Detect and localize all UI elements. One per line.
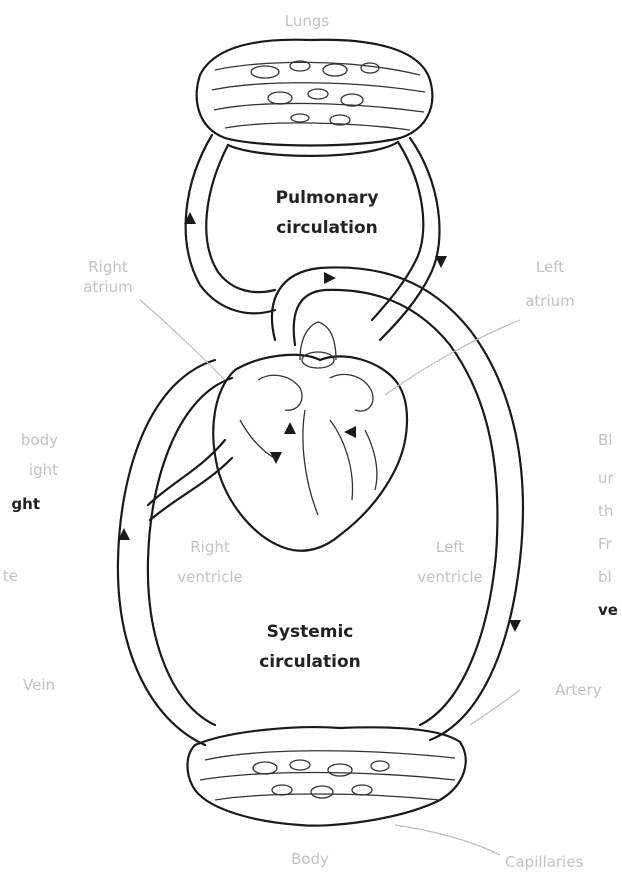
body-label: Body bbox=[291, 850, 329, 868]
right-edge-text-6: ve bbox=[598, 601, 618, 619]
arrow-heart-up bbox=[284, 422, 296, 434]
arrow-heart-left bbox=[344, 426, 356, 438]
lungs-capillary-bed bbox=[197, 40, 433, 146]
right-edge-text-2: ur bbox=[598, 469, 615, 487]
right-edge-text-3: th bbox=[598, 502, 613, 520]
left-edge-text-1: body bbox=[21, 431, 58, 449]
right-ventricle-label-1: Right bbox=[190, 538, 230, 556]
heart bbox=[213, 322, 407, 551]
right-atrium-label-2: atrium bbox=[83, 278, 133, 296]
left-edge-text-4: te bbox=[3, 567, 18, 585]
artery-label: Artery bbox=[555, 681, 602, 699]
right-edge-text-1: Bl bbox=[598, 431, 612, 449]
pulmonary-label-2: circulation bbox=[276, 218, 378, 238]
systemic-loop bbox=[118, 267, 523, 745]
body-capillary-bed bbox=[188, 727, 466, 825]
arrow-right-arch bbox=[324, 272, 336, 284]
capillaries-label: Capillaries bbox=[505, 853, 583, 871]
left-ventricle-label-2: ventricle bbox=[417, 568, 482, 586]
arrow-down-artery bbox=[509, 620, 521, 632]
right-atrium-label-1: Right bbox=[88, 258, 128, 276]
systemic-label-2: circulation bbox=[259, 652, 361, 672]
left-atrium-label-2: atrium bbox=[525, 292, 575, 310]
arrow-heart-down bbox=[270, 452, 282, 464]
pulmonary-label-1: Pulmonary bbox=[276, 188, 379, 208]
vein-label: Vein bbox=[23, 676, 55, 694]
left-ventricle-label-1: Left bbox=[436, 538, 464, 556]
systemic-label-1: Systemic bbox=[267, 622, 354, 642]
left-atrium-label-1: Left bbox=[536, 258, 564, 276]
left-edge-text-2: ight bbox=[29, 461, 58, 479]
right-edge-text-5: bl bbox=[598, 568, 612, 586]
lungs-label: Lungs bbox=[285, 12, 330, 30]
arrow-down-pulmonary bbox=[435, 256, 447, 268]
left-edge-text-3: ght bbox=[11, 495, 40, 513]
right-ventricle-label-2: ventricle bbox=[177, 568, 242, 586]
right-edge-text-4: Fr bbox=[598, 535, 613, 553]
